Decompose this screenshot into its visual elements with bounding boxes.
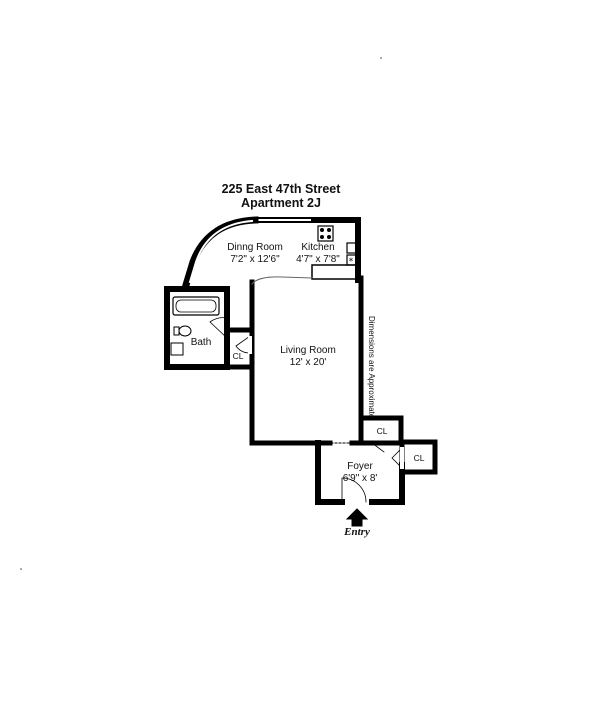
foyer-closet-1-label: CL [376,426,388,436]
foyer-closet-1-walls [358,415,404,446]
foyer-label: Foyer [347,461,373,472]
bay-window-pane [188,219,254,284]
kitchen-stove [317,225,334,242]
kitchen-label: Kitchen [301,242,335,253]
foyer-dims: 6'9" x 8' [342,473,378,484]
entry-label: Entry [344,526,370,538]
closet-door [391,447,403,469]
svg-text:*: * [349,257,354,267]
living-room-label: Living Room [280,345,336,356]
entry-arrow [345,508,369,527]
title-address: 225 East 47th Street [221,182,341,196]
kitchen-sink [346,242,357,254]
title-apartment: Apartment 2J [241,196,321,210]
kitchen-counter [311,264,359,280]
living-room-dims: 12' x 20' [289,357,327,368]
dining-room-dims: 7'2" x 12'6" [230,254,280,265]
kitchen-dims: 4'7" x 7'8" [296,254,340,265]
toilet [178,325,192,337]
bathtub [172,296,220,316]
foyer-closet-2-label: CL [413,453,425,463]
dining-room-label: Dinng Room [227,242,283,253]
entry-door [341,477,367,503]
dimensions-note: Dimensions are Approximate [367,316,376,419]
walls: * [20,57,438,570]
bath-sink [170,342,184,356]
bath-label: Bath [190,337,212,348]
living-arch [251,276,313,285]
bath-door [209,317,228,339]
bath-closet-label: CL [232,351,244,361]
